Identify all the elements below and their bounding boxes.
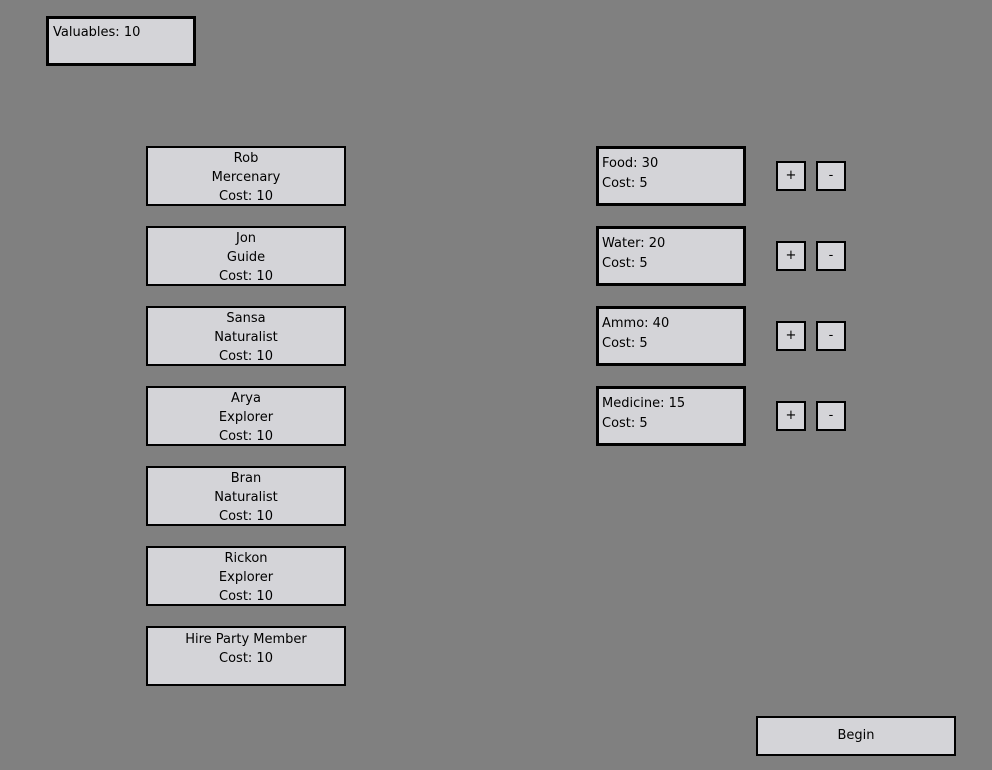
hire-party-member-button[interactable]: Hire Party Member Cost: 10 — [146, 626, 346, 686]
party-member-arya[interactable]: Arya Explorer Cost: 10 — [146, 386, 346, 446]
supply-cost: Cost: 5 — [602, 336, 648, 351]
member-cost: Cost: 10 — [219, 269, 273, 284]
supply-cost: Cost: 5 — [602, 256, 648, 271]
hire-label: Hire Party Member — [185, 632, 307, 647]
member-name: Arya — [231, 391, 261, 406]
supply-ammo: Ammo: 40 Cost: 5 — [596, 306, 746, 366]
party-member-sansa[interactable]: Sansa Naturalist Cost: 10 — [146, 306, 346, 366]
food-plus-button[interactable]: + — [776, 161, 806, 191]
supply-label: Water: 20 — [602, 236, 666, 251]
party-member-rob[interactable]: Rob Mercenary Cost: 10 — [146, 146, 346, 206]
party-member-jon[interactable]: Jon Guide Cost: 10 — [146, 226, 346, 286]
supply-medicine: Medicine: 15 Cost: 5 — [596, 386, 746, 446]
member-role: Mercenary — [211, 170, 281, 185]
member-name: Rob — [233, 151, 259, 166]
member-cost: Cost: 10 — [219, 589, 273, 604]
member-cost: Cost: 10 — [219, 429, 273, 444]
member-name: Rickon — [224, 551, 268, 566]
supply-food: Food: 30 Cost: 5 — [596, 146, 746, 206]
hire-cost: Cost: 10 — [219, 651, 273, 666]
water-plus-button[interactable]: + — [776, 241, 806, 271]
valuables-label: Valuables: 10 — [53, 25, 141, 40]
begin-button[interactable]: Begin — [756, 716, 956, 756]
party-member-rickon[interactable]: Rickon Explorer Cost: 10 — [146, 546, 346, 606]
member-cost: Cost: 10 — [219, 349, 273, 364]
member-role: Naturalist — [214, 490, 278, 505]
valuables-display: Valuables: 10 — [46, 16, 196, 66]
member-cost: Cost: 10 — [219, 189, 273, 204]
supply-label: Medicine: 15 — [602, 396, 686, 411]
ammo-minus-button[interactable]: - — [816, 321, 846, 351]
member-role: Guide — [226, 250, 266, 265]
supply-label: Ammo: 40 — [602, 316, 670, 331]
food-minus-button[interactable]: - — [816, 161, 846, 191]
member-cost: Cost: 10 — [219, 509, 273, 524]
member-name: Jon — [235, 231, 257, 246]
water-minus-button[interactable]: - — [816, 241, 846, 271]
ammo-plus-button[interactable]: + — [776, 321, 806, 351]
supply-water: Water: 20 Cost: 5 — [596, 226, 746, 286]
party-member-bran[interactable]: Bran Naturalist Cost: 10 — [146, 466, 346, 526]
member-role: Explorer — [218, 410, 274, 425]
supply-label: Food: 30 — [602, 156, 659, 171]
member-name: Sansa — [226, 311, 266, 326]
member-role: Explorer — [218, 570, 274, 585]
supply-cost: Cost: 5 — [602, 176, 648, 191]
member-name: Bran — [230, 471, 262, 486]
medicine-plus-button[interactable]: + — [776, 401, 806, 431]
medicine-minus-button[interactable]: - — [816, 401, 846, 431]
member-role: Naturalist — [214, 330, 278, 345]
supply-cost: Cost: 5 — [602, 416, 648, 431]
